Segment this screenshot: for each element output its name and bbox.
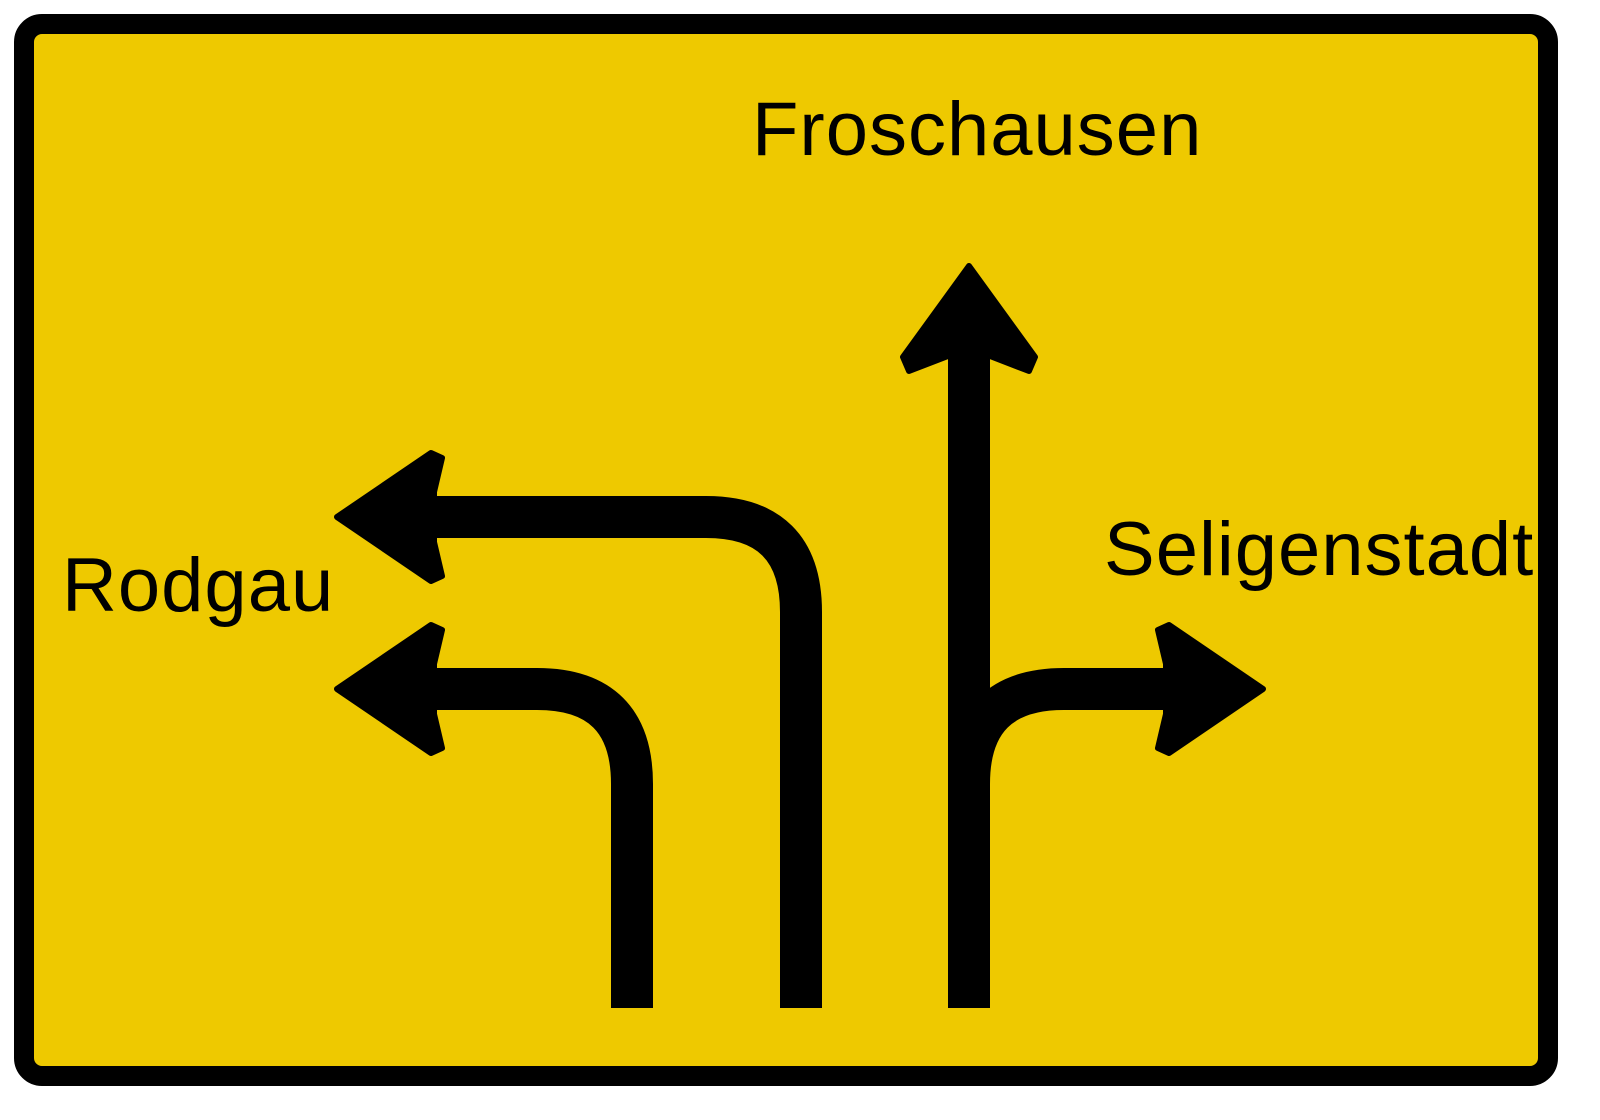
- lane-3-straight-arrow-icon: [900, 263, 1038, 1008]
- destination-seligenstadt-label: Seligenstadt: [1104, 507, 1535, 592]
- destination-rodgau-label: Rodgau: [62, 543, 335, 628]
- lane-arrows: [334, 263, 1266, 1008]
- destination-froschausen-label: Froschausen: [752, 87, 1203, 172]
- lane-2-left-turn-arrow-icon: [334, 450, 822, 1008]
- lane-1-left-turn-arrow-icon: [334, 622, 653, 1008]
- lane-3-right-turn-arrow-icon: [948, 622, 1266, 785]
